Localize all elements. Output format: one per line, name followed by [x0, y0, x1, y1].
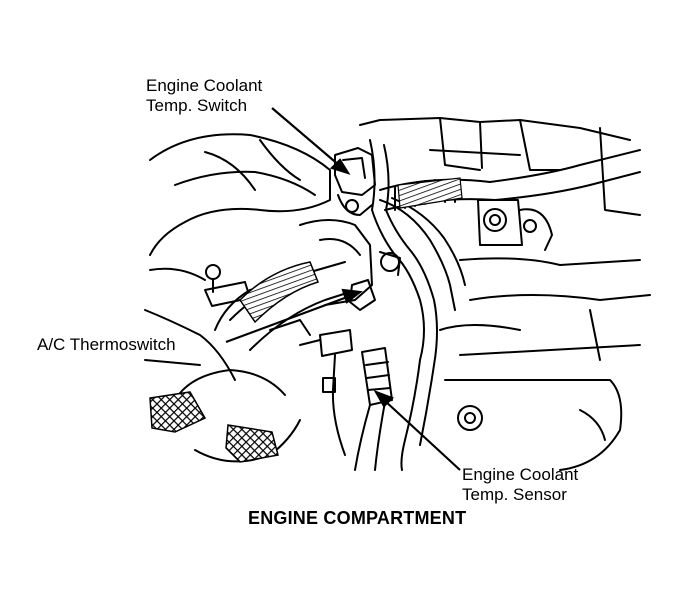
arrowhead-ac-thermoswitch — [341, 288, 363, 304]
label-coolant-temp-switch-line2: Temp. Switch — [146, 96, 248, 115]
label-coolant-temp-sensor: Engine Coolant Temp. Sensor — [462, 465, 578, 505]
arrowhead-coolant-sensor — [373, 389, 394, 408]
label-coolant-temp-sensor-line1: Engine Coolant — [462, 465, 579, 484]
temp-sensor-connector — [361, 347, 393, 406]
label-ac-thermoswitch: A/C Thermoswitch — [37, 335, 176, 354]
thermostat-housing — [299, 219, 373, 306]
pointer-coolant-sensor — [383, 399, 461, 471]
upper-bracket — [359, 117, 631, 141]
pointer-coolant-switch — [271, 107, 341, 167]
engine-cover-contour — [174, 170, 316, 196]
coolant-switch-housing — [334, 147, 376, 196]
mesh-screen-upper — [149, 391, 207, 433]
engine-block-outline — [459, 257, 641, 266]
label-coolant-temp-switch: Engine Coolant Temp. Switch — [146, 76, 262, 116]
engine-cover-outline — [149, 133, 331, 256]
mesh-screen-lower — [225, 424, 279, 463]
label-coolant-temp-sensor-line2: Temp. Sensor — [462, 485, 567, 504]
engine-block-bolt — [457, 405, 483, 431]
hose-ribbing — [239, 261, 319, 324]
pointer-ac-thermoswitch — [225, 294, 351, 344]
arrowhead-coolant-switch — [329, 158, 351, 175]
coolant-pipe — [319, 329, 353, 357]
label-coolant-temp-switch-line1: Engine Coolant — [146, 76, 263, 95]
wiring-loom — [397, 177, 463, 209]
wiring-harness — [369, 139, 425, 471]
figure-caption: ENGINE COMPARTMENT — [248, 508, 467, 528]
bracket-bolts — [477, 199, 553, 251]
